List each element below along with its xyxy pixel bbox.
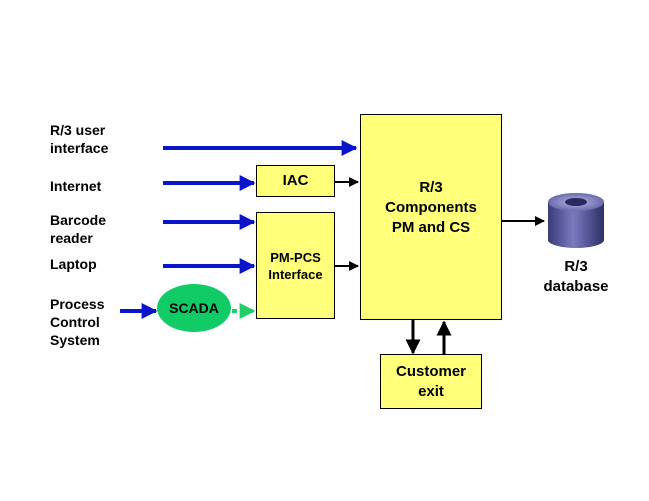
iac-label: IAC <box>282 172 309 189</box>
pm-pcs-interface-box: PM-PCS Interface <box>256 212 335 319</box>
database-label: R/3 database <box>543 258 609 295</box>
customer-exit-label: Customer exit <box>395 362 466 400</box>
label-process-control-system: Process Control System <box>50 296 105 348</box>
database-icon <box>548 193 604 248</box>
customer-exit-box: Customer exit <box>380 354 482 409</box>
scada-label: SCADA <box>169 300 219 316</box>
r3-components-box: R/3 Components PM and CS <box>360 114 502 320</box>
label-laptop: Laptop <box>50 256 97 272</box>
label-barcode-reader: Barcode reader <box>50 212 107 246</box>
scada-node <box>157 284 231 332</box>
r3-components-label: R/3 Components PM and CS <box>385 179 477 236</box>
iac-box: IAC <box>256 165 335 197</box>
label-internet: Internet <box>50 178 102 194</box>
pm-pcs-label: PM-PCS Interface <box>268 249 323 282</box>
label-r3-user-interface: R/3 user interface <box>50 122 109 156</box>
